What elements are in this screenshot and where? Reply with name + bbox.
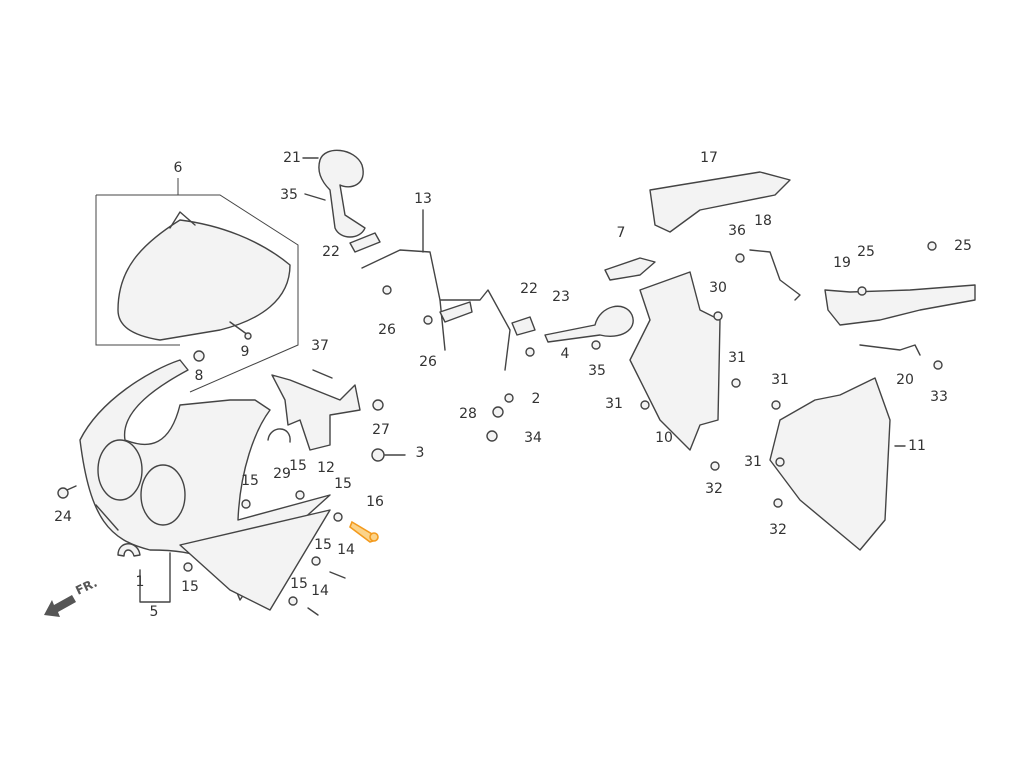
callout-28: 28 [459,406,477,422]
nut-8[interactable] [193,350,205,362]
callout-2: 2 [532,391,541,407]
bolt-9[interactable] [229,321,252,340]
callout-32: 32 [705,481,723,497]
callout-32: 32 [769,522,787,538]
callout-23: 23 [552,289,570,305]
bolt-37[interactable] [312,369,333,379]
callout-31: 31 [605,396,623,412]
upper-cowl-part-1[interactable] [79,359,331,611]
callout-27: 27 [372,422,390,438]
callout-5: 5 [150,604,159,620]
callout-15: 15 [290,576,308,592]
callout-22: 22 [520,281,538,297]
callout-11: 11 [908,438,926,454]
callout-14: 14 [337,542,355,558]
washers-15[interactable] [183,490,343,606]
callout-21: 21 [283,150,301,166]
callout-4: 4 [561,346,570,362]
mirror-part-21[interactable] [302,149,366,238]
callout-35: 35 [280,187,298,203]
callout-1: 1 [136,574,145,590]
callout-19: 19 [833,255,851,271]
bolts-14[interactable] [307,571,346,616]
callout-15: 15 [314,537,332,553]
inner-panel-part-11[interactable] [769,377,891,551]
inner-panel-part-10[interactable] [629,271,721,451]
callout-6: 6 [174,160,183,176]
callout-25: 25 [954,238,972,254]
callout-12: 12 [317,460,335,476]
callout-14: 14 [311,583,329,599]
callout-33: 33 [930,389,948,405]
callout-29: 29 [273,466,291,482]
callout-15: 15 [241,473,259,489]
screw-24[interactable] [57,485,77,499]
callout-34: 34 [524,430,542,446]
callout-13: 13 [414,191,432,207]
bracket-part-18[interactable] [749,249,801,301]
bracket-part-7[interactable] [604,257,656,281]
callout-20: 20 [896,372,914,388]
callout-15: 15 [289,458,307,474]
cowl-stay-part-12[interactable] [271,374,361,451]
front-direction-label: FR. [73,576,99,598]
mirror-stay-part-13[interactable] [349,209,511,371]
callout-25: 25 [857,244,875,260]
callout-31: 31 [744,454,762,470]
front-direction-arrow: FR. [44,576,99,617]
small-parts-2-4-28-34[interactable] [382,285,601,442]
bracket-part-20[interactable] [859,344,921,356]
callout-24: 24 [54,509,72,525]
callout-17: 17 [700,150,718,166]
callout-15: 15 [334,476,352,492]
callout-31: 31 [728,350,746,366]
bracket-part-19[interactable] [824,284,976,326]
callout-36: 36 [728,223,746,239]
mirror-part-23[interactable] [511,305,634,343]
screws-25-30-31-32-33-36[interactable] [640,241,943,508]
highlighted-bolt-part-16[interactable] [349,520,379,543]
grommet-part-3[interactable] [371,448,406,462]
callout-9: 9 [241,344,250,360]
callout-18: 18 [754,213,772,229]
callout-15: 15 [181,579,199,595]
windscreen-part-6[interactable] [95,178,299,393]
stay-part-17[interactable] [649,171,791,233]
clip-part-29[interactable] [267,428,291,443]
callout-7: 7 [617,225,626,241]
callout-26: 26 [378,322,396,338]
callout-16: 16 [366,494,384,510]
callout-8: 8 [195,368,204,384]
callout-35: 35 [588,363,606,379]
callout-31: 31 [771,372,789,388]
nut-27[interactable] [372,399,384,411]
callout-26: 26 [419,354,437,370]
callout-22: 22 [322,244,340,260]
callout-37: 37 [311,338,329,354]
callout-10: 10 [655,430,673,446]
callout-3: 3 [416,445,425,461]
callout-30: 30 [709,280,727,296]
